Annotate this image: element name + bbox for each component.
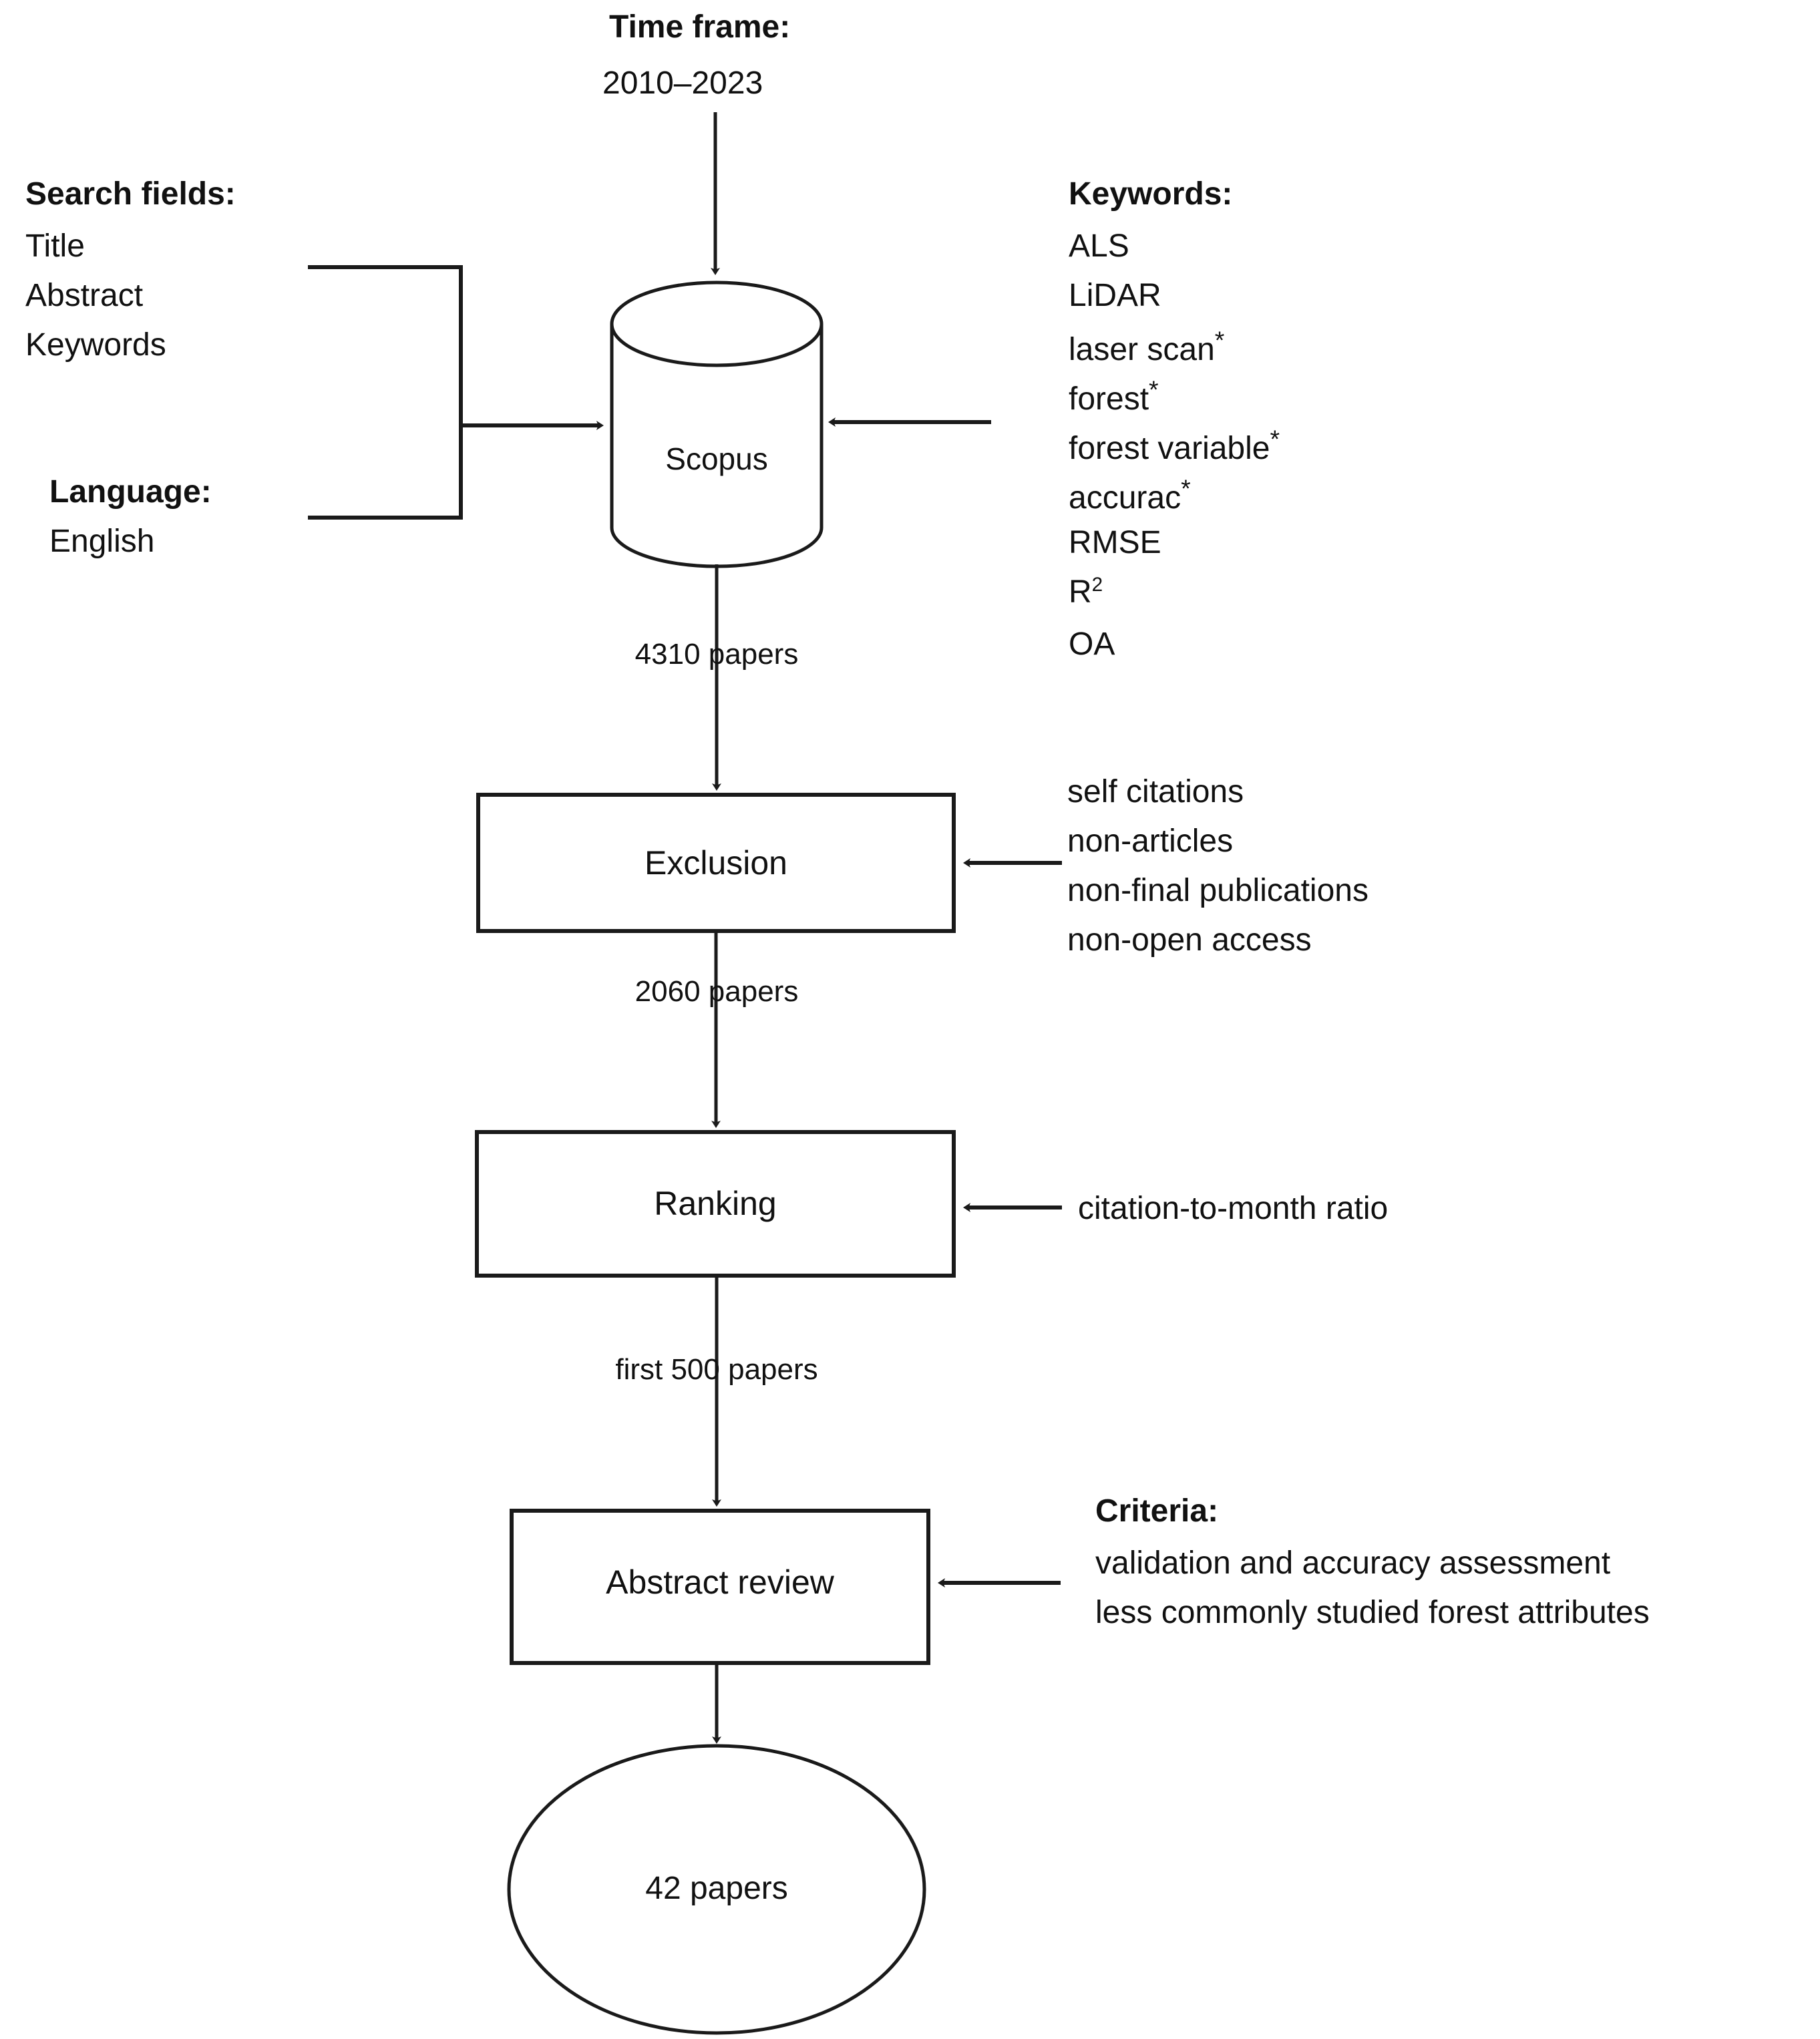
time-frame-heading: Time frame: [609, 9, 791, 45]
criteria-item-validation-accuracy: validation and accuracy assessment [1095, 1545, 1611, 1581]
criteria-heading: Criteria: [1095, 1493, 1219, 1529]
ranking-box [475, 1130, 956, 1278]
keyword-forest-variable-base: forest variable [1069, 431, 1270, 466]
search-fields-heading: Search fields: [25, 176, 236, 212]
abstract-review-box [510, 1509, 930, 1665]
exclusion-annotation-non-open-access: non-open access [1067, 922, 1312, 958]
ranking-annotation-citation-to-month-ratio: citation-to-month ratio [1078, 1191, 1389, 1226]
keyword-item-forest: forest* [1069, 374, 1159, 419]
wildcard-asterisk: * [1149, 375, 1159, 403]
search-language-bracket [308, 265, 463, 520]
keyword-laser-scan-base: laser scan [1069, 332, 1215, 367]
edge-label-2060-papers: 2060 papers [634, 975, 799, 1008]
exclusion-annotation-self-citations: self citations [1067, 774, 1244, 809]
abstract-review-label: Abstract review [606, 1563, 834, 1601]
keyword-forest-base: forest [1069, 381, 1149, 417]
keyword-item-lidar: LiDAR [1069, 278, 1161, 313]
keyword-item-r-squared: R2 [1069, 572, 1103, 612]
keyword-item-als: ALS [1069, 228, 1129, 264]
search-field-item-abstract: Abstract [25, 278, 144, 313]
ranking-label: Ranking [654, 1185, 777, 1222]
result-label: 42 papers [645, 1871, 788, 1906]
superscript-two: 2 [1091, 574, 1103, 596]
exclusion-annotation-non-final-publications: non-final publications [1067, 873, 1369, 908]
exclusion-label: Exclusion [645, 844, 787, 882]
language-heading: Language: [49, 474, 212, 510]
edge-label-first-500-papers: first 500 papers [615, 1353, 818, 1386]
keyword-item-accurac: accurac* [1069, 473, 1191, 518]
result-ellipse [507, 1744, 926, 2035]
wildcard-asterisk: * [1214, 326, 1225, 354]
search-field-item-title: Title [25, 228, 85, 264]
search-field-item-keywords: Keywords [25, 327, 166, 363]
keyword-r-base: R [1069, 574, 1092, 610]
exclusion-box [476, 793, 956, 933]
wildcard-asterisk: * [1181, 474, 1191, 502]
keyword-item-rmse: RMSE [1069, 525, 1161, 560]
wildcard-asterisk: * [1270, 425, 1280, 453]
keyword-item-oa: OA [1069, 626, 1115, 662]
keyword-accurac-base: accurac [1069, 480, 1181, 516]
criteria-item-less-commonly-studied: less commonly studied forest attributes [1095, 1595, 1650, 1630]
keyword-item-forest-variable: forest variable* [1069, 423, 1280, 469]
keywords-heading: Keywords: [1069, 176, 1233, 212]
scopus-label: Scopus [665, 441, 768, 476]
language-value: English [49, 524, 155, 559]
scopus-cylinder [610, 281, 824, 568]
time-frame-value: 2010–2023 [602, 65, 763, 101]
exclusion-annotation-non-articles: non-articles [1067, 823, 1234, 859]
keyword-item-laser-scan: laser scan* [1069, 325, 1224, 370]
edge-label-4310-papers: 4310 papers [634, 638, 799, 671]
